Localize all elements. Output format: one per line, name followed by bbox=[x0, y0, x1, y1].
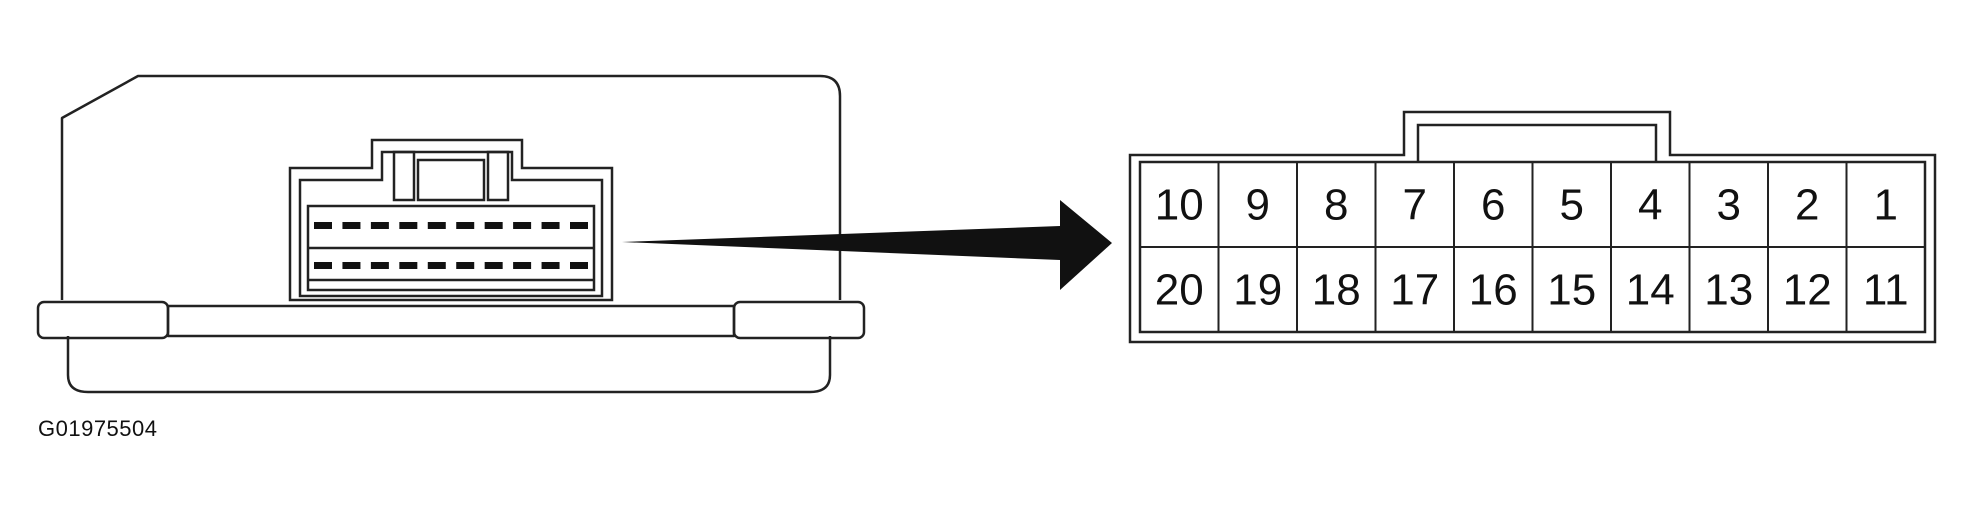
socket-outer-outline bbox=[288, 138, 614, 302]
socket-pin-mark bbox=[484, 262, 503, 269]
socket-latch-right bbox=[486, 150, 510, 202]
module-flange-left bbox=[36, 300, 170, 340]
pin-number-1: 1 bbox=[1874, 181, 1898, 230]
socket-pin-mark bbox=[342, 222, 361, 229]
control-module-housing bbox=[36, 74, 866, 394]
socket-pin-mark bbox=[370, 262, 389, 269]
socket-pin-mark bbox=[513, 262, 532, 269]
socket-pin-mark bbox=[456, 262, 475, 269]
pin-number-9: 9 bbox=[1246, 181, 1270, 230]
socket-pin-mark bbox=[370, 222, 389, 229]
pin-number-5: 5 bbox=[1560, 181, 1584, 230]
figure-id-label: G01975504 bbox=[38, 416, 158, 441]
pin-number-4: 4 bbox=[1638, 181, 1662, 230]
pin-number-10: 10 bbox=[1155, 181, 1204, 230]
module-flange-right bbox=[732, 300, 866, 340]
pin-number-6: 6 bbox=[1481, 181, 1505, 230]
pin-number-11: 11 bbox=[1863, 266, 1909, 315]
connector-face-outline bbox=[1128, 110, 1937, 344]
socket-pin-mark bbox=[314, 222, 332, 229]
socket-pin-mark bbox=[570, 222, 588, 229]
socket-pin-mark bbox=[456, 222, 475, 229]
socket-latch-center bbox=[416, 158, 486, 202]
socket-pin-mark bbox=[399, 262, 418, 269]
socket-pin-mark bbox=[541, 222, 560, 229]
socket-pin-mark bbox=[342, 262, 361, 269]
pointer-arrow bbox=[622, 200, 1112, 290]
pin-number-2: 2 bbox=[1795, 181, 1819, 230]
module-body-outline bbox=[60, 74, 842, 300]
pin-cell bbox=[1845, 246, 1926, 333]
pin-number-3: 3 bbox=[1717, 181, 1741, 230]
pin-number-16: 16 bbox=[1469, 266, 1518, 315]
socket-pin-mark bbox=[314, 262, 332, 269]
pin-number-18: 18 bbox=[1312, 266, 1361, 315]
pin-number-8: 8 bbox=[1324, 181, 1348, 230]
pin-number-12: 12 bbox=[1783, 266, 1832, 315]
module-connector-socket bbox=[288, 138, 614, 302]
socket-inner-outline bbox=[298, 150, 604, 298]
pin-number-20: 20 bbox=[1155, 266, 1204, 315]
socket-pin-mark bbox=[427, 262, 446, 269]
module-flange-middle bbox=[166, 304, 736, 338]
pin-number-14: 14 bbox=[1626, 266, 1675, 315]
pin-number-19: 19 bbox=[1233, 266, 1282, 315]
module-base-outline bbox=[66, 336, 832, 394]
socket-pin-mark bbox=[541, 262, 560, 269]
pin-number-7: 7 bbox=[1403, 181, 1427, 230]
socket-pin-mark bbox=[484, 222, 503, 229]
socket-pin-mark bbox=[427, 222, 446, 229]
socket-latch-left bbox=[392, 150, 416, 202]
pin-number-17: 17 bbox=[1390, 266, 1439, 315]
connector-key-inner bbox=[1416, 123, 1658, 162]
pin-number-13: 13 bbox=[1704, 266, 1753, 315]
socket-pin-mark bbox=[513, 222, 532, 229]
socket-pin-marks bbox=[314, 222, 588, 269]
socket-pin-mark bbox=[399, 222, 418, 229]
pin-number-15: 15 bbox=[1547, 266, 1596, 315]
socket-pin-mark bbox=[570, 262, 588, 269]
